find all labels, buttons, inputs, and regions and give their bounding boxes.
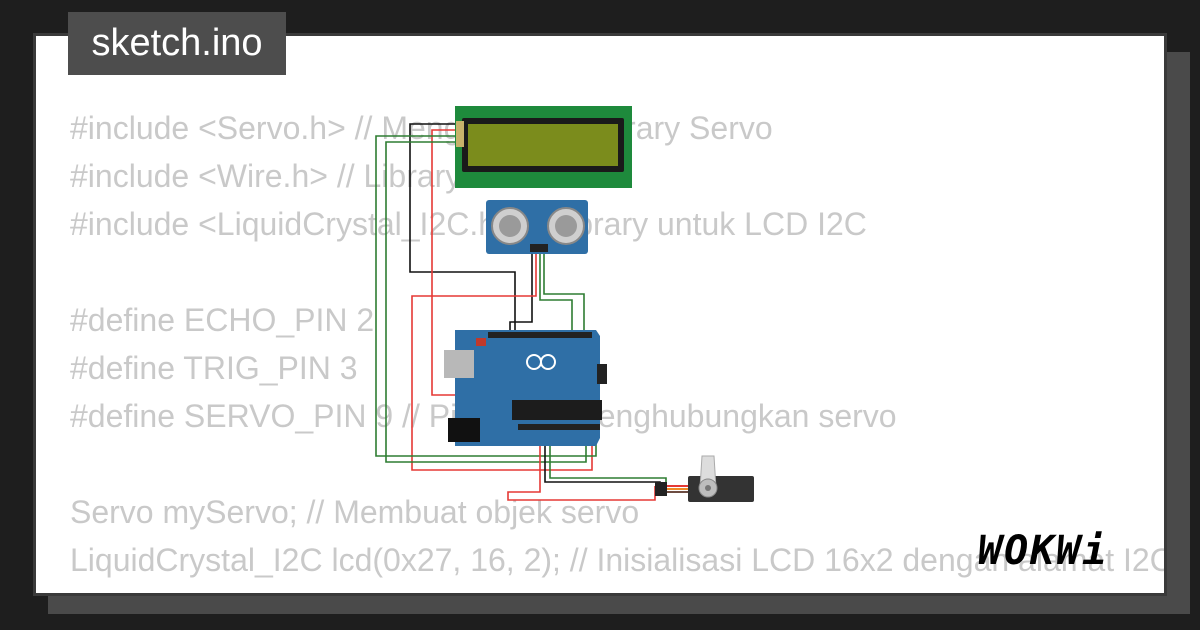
wire-green-echo [543, 250, 585, 332]
wire-black-servo [509, 250, 533, 332]
code-line: #define TRIG_PIN 3 [70, 350, 358, 386]
wire-green-scl [385, 141, 587, 463]
code-line: LiquidCrystal_I2C lcd(0x27, 16, 2); // I… [70, 542, 1167, 578]
wire-green-sda [375, 135, 597, 457]
wire-black-gnd [409, 123, 516, 332]
lcd-module [455, 106, 632, 188]
code-line: #define ECHO_PIN 2 [70, 302, 375, 338]
ultrasonic-sensor [486, 200, 588, 254]
wire-green-trig [539, 250, 573, 332]
code-preview: #include <Servo.h> // Menggunakan librar… [70, 104, 1167, 584]
wire-red-vcc-sensor [411, 250, 593, 471]
servo-motor [655, 455, 754, 502]
wokwi-logo: WOKWi [978, 528, 1109, 574]
sketch-title: sketch.ino [68, 12, 286, 75]
arduino-uno-board [444, 330, 607, 446]
wire-red-servo-vcc [507, 430, 656, 501]
